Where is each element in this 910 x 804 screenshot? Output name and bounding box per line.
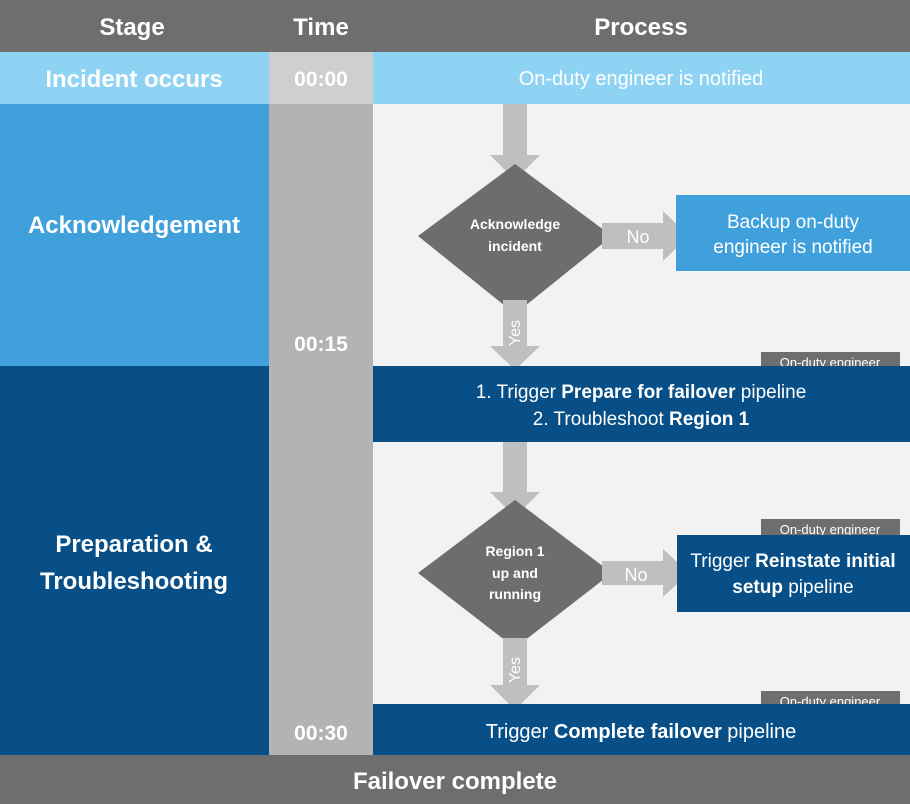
- stage-acknowledgement-cell: [0, 104, 269, 366]
- role-tag-2: [761, 519, 900, 540]
- time-preparation-cell: [269, 366, 373, 755]
- no-label-1: No: [626, 227, 649, 247]
- stage-preparation-label-1: Preparation &: [55, 531, 212, 558]
- no-arrow-2: [602, 549, 689, 597]
- time-0-label: 00:00: [294, 68, 348, 91]
- stage-incident-label: Incident occurs: [45, 66, 222, 93]
- backup-notified-box: [676, 195, 910, 271]
- region-decision-label-2: up and: [492, 565, 538, 581]
- step-2-text: 2. Troubleshoot Region 1: [533, 409, 750, 430]
- stage-incident-cell: [0, 52, 269, 104]
- time-acknowledgement-cell: [269, 104, 373, 366]
- header-time: Time: [293, 14, 349, 41]
- prepare-troubleshoot-box: [373, 366, 910, 442]
- role-tag-2-text: On-duty engineer: [780, 522, 881, 537]
- footer-bar: [0, 755, 910, 804]
- down-arrow-2: [490, 442, 540, 517]
- acknowledge-decision-label-1: Acknowledge: [470, 216, 560, 232]
- reinstate-text-1: Trigger Reinstate initial: [690, 551, 895, 572]
- header-stage: Stage: [99, 14, 164, 41]
- time-30-label: 00:30: [294, 722, 348, 745]
- reinstate-box: [677, 535, 910, 612]
- yes-arrow-2: [490, 638, 540, 710]
- time-incident-cell: [269, 52, 373, 104]
- no-label-2: No: [624, 565, 647, 585]
- region-decision-label-1: Region 1: [485, 543, 544, 559]
- stage-preparation-cell: [0, 366, 269, 755]
- stage-preparation-label-2: Troubleshooting: [40, 568, 228, 595]
- stage-acknowledgement-label: Acknowledgement: [28, 212, 240, 239]
- footer-label: Failover complete: [353, 768, 557, 795]
- down-arrow-1: [490, 104, 540, 180]
- backup-notified-text-2: engineer is notified: [713, 237, 873, 258]
- process-incident-cell: [373, 52, 910, 104]
- notified-text: On-duty engineer is notified: [519, 68, 764, 90]
- complete-failover-box: [373, 704, 910, 755]
- step-1-text: 1. Trigger Prepare for failover pipeline: [476, 382, 807, 403]
- acknowledge-decision-label-2: incident: [488, 238, 542, 254]
- region-decision-diamond: [418, 500, 612, 648]
- yes-label-1: Yes: [507, 320, 524, 346]
- region-decision-label-3: running: [489, 586, 541, 602]
- acknowledge-decision-diamond: [418, 164, 612, 314]
- header-process: Process: [594, 14, 687, 41]
- yes-label-2: Yes: [507, 657, 524, 683]
- no-arrow-1: [602, 211, 689, 261]
- header-bar: [0, 0, 910, 52]
- yes-arrow-1: [490, 300, 540, 370]
- reinstate-text-2: setup pipeline: [732, 577, 853, 598]
- backup-notified-text-1: Backup on-duty: [727, 212, 860, 233]
- time-15-label: 00:15: [294, 333, 348, 356]
- complete-failover-text: Trigger Complete failover pipeline: [486, 721, 797, 743]
